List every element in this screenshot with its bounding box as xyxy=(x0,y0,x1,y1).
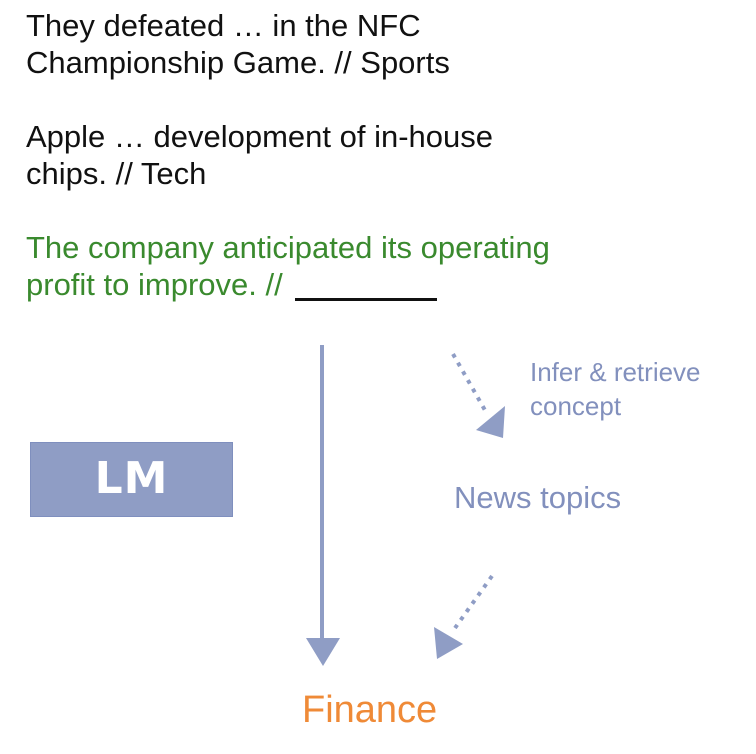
retrieve-arrow-head xyxy=(476,406,505,438)
concept-arrow-shaft xyxy=(453,574,494,630)
query-line-2: profit to improve. // xyxy=(26,266,437,303)
annotation-line-1: Infer & retrieve xyxy=(530,357,701,387)
concept-arrow-head xyxy=(434,627,463,659)
language-model-box: LM xyxy=(30,442,233,517)
example-1-line-1: They defeated … in the NFC xyxy=(26,8,421,43)
query-line-1: The company anticipated its operating xyxy=(26,230,550,265)
annotation-line-2: concept xyxy=(530,391,622,421)
language-model-label: LM xyxy=(94,453,169,504)
main-arrow-head xyxy=(306,638,340,666)
retrieve-arrow-shaft xyxy=(451,353,488,413)
concept-label: News topics xyxy=(454,480,622,515)
example-1-line-2: Championship Game. // Sports xyxy=(26,45,450,80)
answer-label: Finance xyxy=(302,689,438,731)
example-2-line-2: chips. // Tech xyxy=(26,156,207,191)
answer-blank xyxy=(294,298,437,301)
example-2-line-1: Apple … development of in-house xyxy=(26,119,494,154)
query-line-2-text: profit to improve. // xyxy=(26,267,283,302)
